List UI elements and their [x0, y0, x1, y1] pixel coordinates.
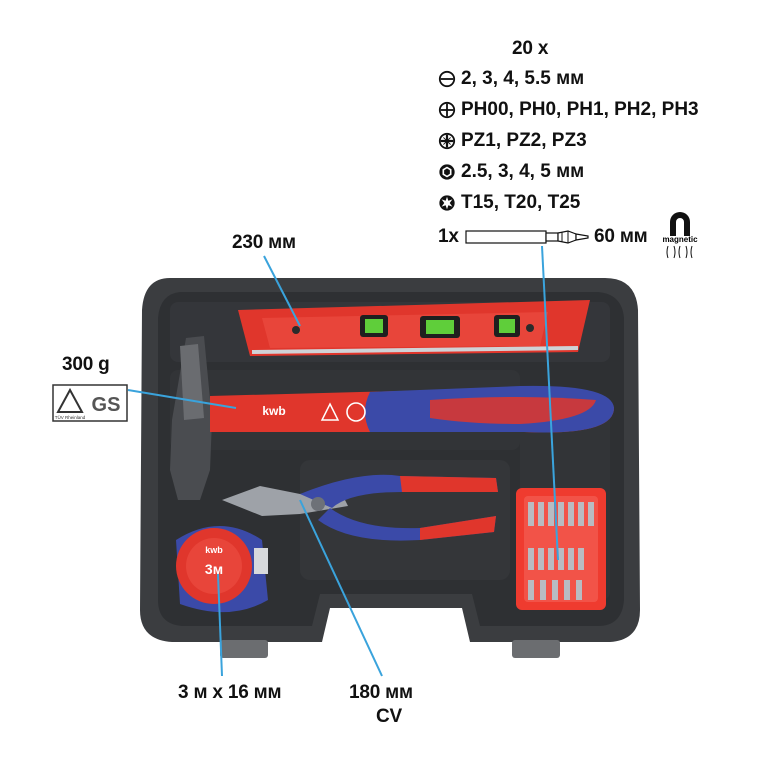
bit-row-phillips: PH00, PH0, PH1, PH2, PH3 — [438, 99, 699, 121]
callout-lines — [127, 245, 559, 677]
level-callout-line — [263, 255, 301, 327]
bit-set-box — [516, 488, 606, 610]
bit-row-pozidriv: PZ1, PZ2, PZ3 — [438, 130, 587, 152]
gs-mark: GS — [92, 394, 121, 416]
bit-holder-drawing — [465, 230, 589, 244]
bits-callout-line — [541, 245, 559, 561]
bit-row-text: T15, T20, T25 — [461, 192, 581, 213]
tuv-triangle-icon — [56, 387, 84, 413]
phillips-icon — [438, 101, 456, 119]
hammer-callout-line — [127, 389, 237, 409]
hammer-weight-label: 300 g — [62, 354, 110, 375]
slotted-icon — [438, 70, 456, 88]
bit-row-slotted: 2, 3, 4, 5.5 мм — [438, 68, 584, 90]
combination-pliers — [222, 474, 498, 541]
bit-row-text: PH00, PH0, PH1, PH2, PH3 — [461, 99, 699, 120]
case-latch-right — [512, 640, 560, 658]
hammer-gs-icon — [346, 402, 366, 422]
tuv-label: TÜV Rheinland — [55, 414, 86, 420]
torx-icon — [439, 195, 455, 211]
magnet-icon: magnetic — [662, 212, 698, 259]
tape-length-mark: 3м — [205, 561, 223, 577]
pozidriv-icon — [438, 132, 456, 150]
holder-count: 1x — [438, 226, 459, 247]
bit-count: 20 x — [512, 38, 549, 59]
bit-row-torx: T15, T20, T25 — [438, 192, 580, 214]
hammer-brand: kwb — [262, 404, 285, 418]
hammer-tuv-icon — [320, 402, 340, 421]
hammer: kwb — [170, 336, 614, 500]
pliers-material-label: CV — [376, 706, 402, 727]
tape-brand: kwb — [205, 545, 223, 555]
hex-icon — [439, 164, 455, 180]
bit-row-text: PZ1, PZ2, PZ3 — [461, 130, 587, 151]
certification-badge: TÜV Rheinland GS — [52, 384, 128, 422]
bit-row-text: 2.5, 3, 4, 5 мм — [461, 161, 585, 182]
tape-measure: kwb 3м — [176, 526, 268, 613]
pliers-callout-line — [299, 499, 383, 677]
pliers-length-label: 180 мм — [349, 682, 413, 703]
level-length-label: 230 мм — [232, 232, 296, 253]
case-latch-left — [220, 640, 268, 658]
spirit-level — [238, 300, 590, 356]
bit-row-text: 2, 3, 4, 5.5 мм — [461, 68, 585, 89]
bit-row-hex: 2.5, 3, 4, 5 мм — [438, 161, 584, 183]
tape-size-label: 3 м х 16 мм — [178, 682, 282, 703]
tape-callout-line — [217, 573, 223, 677]
magnetic-label: magnetic — [662, 235, 698, 244]
holder-length: 60 мм — [594, 226, 648, 247]
